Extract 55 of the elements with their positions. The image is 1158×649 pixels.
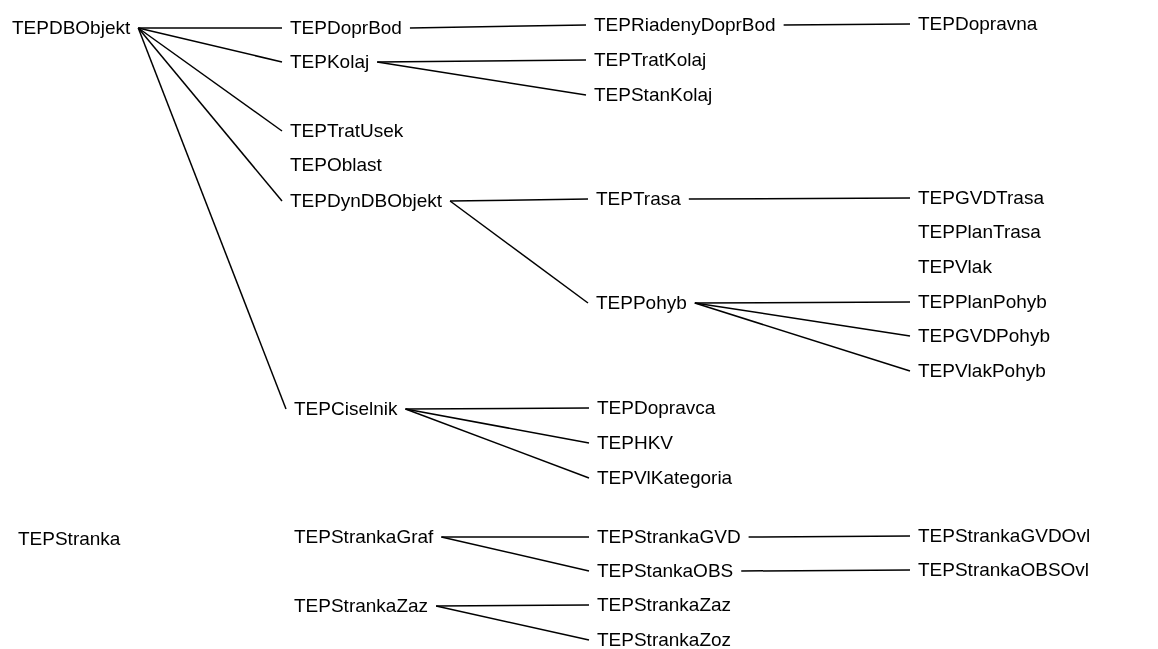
class-name: TEPStrankaGVD xyxy=(597,526,741,548)
connector-line xyxy=(376,59,587,63)
connector-line xyxy=(440,536,590,538)
connector-line xyxy=(747,535,911,538)
class-name: TEPStanKolaj xyxy=(594,84,713,106)
connector-line xyxy=(694,301,911,304)
class-name: TEPStrankaZaz xyxy=(597,594,732,616)
class-name: TEPStrankaZaz xyxy=(294,595,429,617)
class-name: TEPDynDBObjekt xyxy=(290,190,443,212)
class-name: TEPDopravna xyxy=(918,13,1038,35)
connector-line xyxy=(404,408,590,444)
class-name: TEPStrankaOBSOvl xyxy=(918,559,1090,581)
connector-line xyxy=(409,24,587,29)
class-name: TEPPohyb xyxy=(596,292,687,314)
connector-line xyxy=(137,27,283,202)
connector-line xyxy=(435,604,590,607)
connector-line xyxy=(694,302,911,337)
class-name: TEPStranka xyxy=(18,528,121,550)
class-name: TEPRiadenyDoprBod xyxy=(594,14,776,36)
class-name: TEPGVDTrasa xyxy=(918,187,1044,209)
class-name: TEPStrankaZoz xyxy=(597,629,732,649)
class-name: TEPVlKategoria xyxy=(597,467,733,489)
class-name: TEPDoprBod xyxy=(290,17,402,39)
class-name: TEPGVDPohyb xyxy=(918,325,1050,347)
class-name: TEPVlakPohyb xyxy=(918,360,1046,382)
class-name: TEPDopravca xyxy=(597,397,716,419)
class-name: TEPStrankaGraf xyxy=(294,526,434,548)
class-name: TEPCiselnik xyxy=(294,398,398,420)
connector-line xyxy=(440,536,590,572)
connector-line xyxy=(782,23,911,26)
connector-line xyxy=(404,407,590,410)
class-name: TEPTratUsek xyxy=(290,120,404,142)
connector-line xyxy=(449,200,589,304)
class-name: TEPStankaOBS xyxy=(597,560,734,582)
connector-line xyxy=(376,61,587,96)
connector-line xyxy=(694,302,911,372)
connector-line xyxy=(404,408,590,479)
class-name: TEPTratKolaj xyxy=(594,49,707,71)
class-name: TEPStrankaGVDOvl xyxy=(918,525,1091,547)
connector-line xyxy=(137,27,283,63)
class-name: TEPVlak xyxy=(918,256,992,278)
class-name: TEPTrasa xyxy=(596,188,681,210)
connector-line xyxy=(688,197,911,200)
class-name: TEPPlanPohyb xyxy=(918,291,1047,313)
class-name: TEPKolaj xyxy=(290,51,370,73)
connector-line xyxy=(740,569,911,572)
class-name: TEPHKV xyxy=(597,432,674,454)
connector-line xyxy=(137,27,287,410)
connector-line xyxy=(137,27,283,29)
class-name: TEPPlanTrasa xyxy=(918,221,1041,243)
connector-line xyxy=(137,27,283,132)
class-name: TEPOblast xyxy=(290,154,382,176)
class-name: TEPDBObjekt xyxy=(12,17,131,39)
connector-line xyxy=(435,605,590,641)
connector-line xyxy=(449,198,589,202)
